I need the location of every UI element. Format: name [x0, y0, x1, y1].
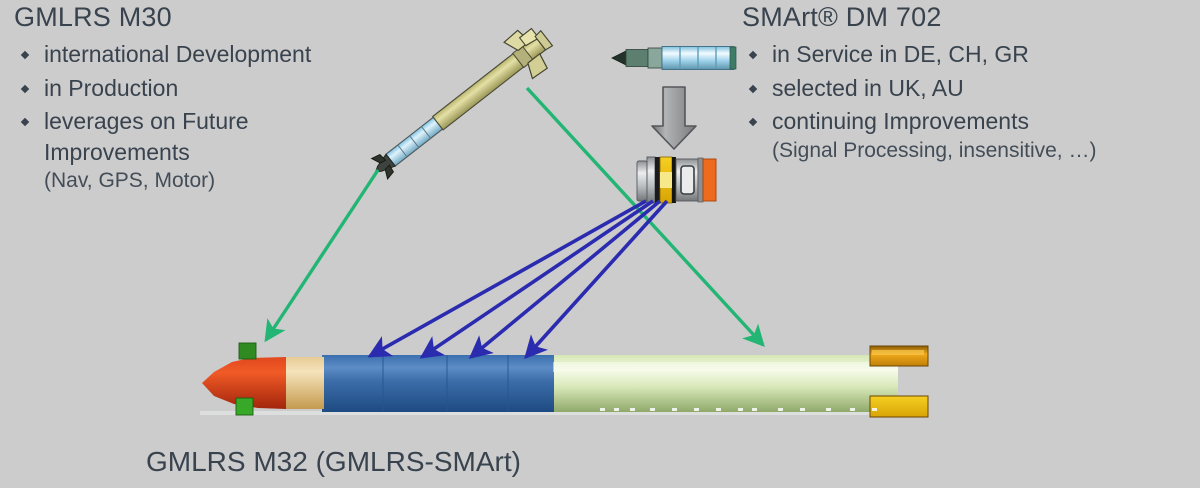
blue-arrow-3	[468, 199, 662, 359]
list-item-label-line2: Improvements	[44, 138, 190, 165]
list-item: international Development	[14, 39, 311, 70]
list-item: selected in UK, AU	[742, 73, 1096, 104]
gmlrs-m30-rocket-diagonal	[370, 27, 554, 180]
smart-dm702-shell	[611, 46, 737, 70]
bullet-diamond-icon	[748, 117, 758, 127]
page-title: GMLRS M32 (GMLRS-SMArt)	[146, 446, 521, 477]
list-item: continuing Improvements (Signal Processi…	[742, 106, 1096, 165]
list-item: in Production	[14, 73, 311, 104]
blue-arrow-1	[367, 199, 647, 358]
right-heading: SMArt® DM 702	[742, 2, 942, 32]
list-item-label: continuing Improvements	[772, 108, 1029, 135]
right-text-block: SMArt® DM 702 in Service in DE, CH, GR s…	[742, 2, 1096, 168]
bullet-diamond-icon	[748, 84, 758, 93]
gmlrs-m32-rocket-bottom	[200, 342, 929, 418]
list-item-note: (Signal Processing, insensitive, …)	[772, 138, 1097, 162]
list-item-label: in Production	[44, 74, 179, 101]
left-bullet-list: international Development in Production …	[14, 39, 311, 195]
list-item: in Service in DE, CH, GR	[742, 39, 1096, 70]
list-item-note: (Nav, GPS, Motor)	[44, 169, 216, 193]
list-item-label: international Development	[44, 41, 312, 67]
list-item-label: in Service in DE, CH, GR	[772, 41, 1029, 67]
bullet-diamond-icon	[20, 50, 30, 60]
blue-arrow-4	[524, 199, 669, 360]
list-item: leverages on Future Improvements (Nav, G…	[14, 106, 311, 195]
green-arrow-right	[525, 86, 765, 348]
bullet-diamond-icon	[748, 50, 758, 60]
list-item-label: leverages on Future	[44, 108, 249, 135]
bullet-diamond-icon	[20, 84, 30, 93]
left-text-block: GMLRS M30 international Development in P…	[14, 2, 311, 198]
right-bullet-list: in Service in DE, CH, GR selected in UK,…	[742, 39, 1096, 165]
list-item-label: selected in UK, AU	[772, 74, 964, 101]
down-arrow	[651, 86, 697, 150]
smart-submunition	[636, 156, 717, 204]
blue-arrow-2	[419, 199, 655, 359]
left-heading: GMLRS M30	[14, 2, 172, 32]
bullet-diamond-icon	[20, 117, 30, 127]
